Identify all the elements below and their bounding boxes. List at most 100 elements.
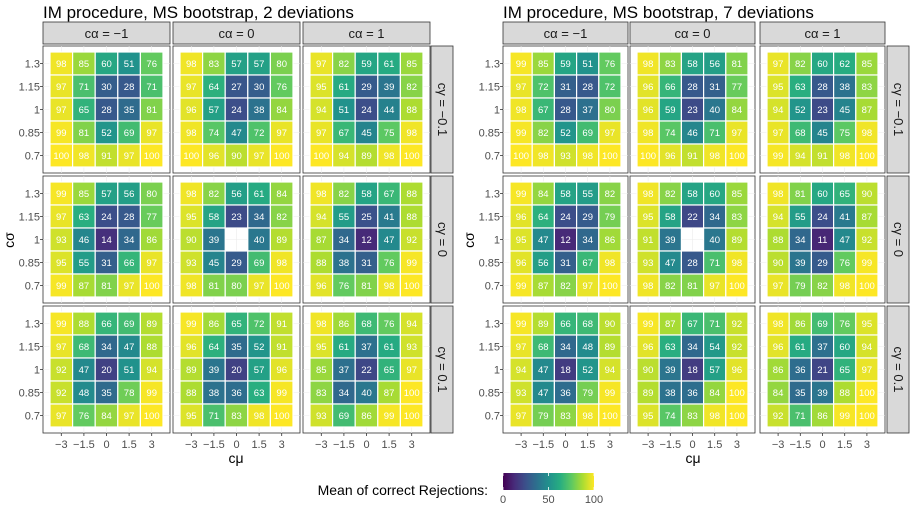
cell-value-label: 69 bbox=[817, 319, 828, 330]
x-tick-label: 1.5 bbox=[251, 439, 266, 451]
cell-value-label: 57 bbox=[254, 59, 265, 70]
cell-value-label: 63 bbox=[254, 388, 265, 399]
cell-value-label: 61 bbox=[795, 342, 806, 353]
cell-value-label: 100 bbox=[144, 151, 160, 162]
facet-strip-row bbox=[430, 45, 454, 174]
facet-strip-label: cα = 0 bbox=[218, 26, 254, 41]
cell-value-label: 28 bbox=[124, 82, 135, 93]
cell-value-label: 20 bbox=[231, 365, 242, 376]
cell-value-label: 91 bbox=[687, 151, 698, 162]
cell-value-label: 100 bbox=[859, 281, 875, 292]
cell-value-label: 68 bbox=[795, 128, 806, 139]
cell-value-label: 98 bbox=[276, 258, 287, 269]
cell-value-label: 98 bbox=[186, 59, 197, 70]
y-tick-label: 1.15 bbox=[479, 342, 500, 354]
cell-value-label: 88 bbox=[839, 388, 850, 399]
cell-value-label: 29 bbox=[231, 258, 242, 269]
cell-value-label: 71 bbox=[709, 258, 720, 269]
facet-strip-column bbox=[172, 21, 301, 45]
cell-value-label: 63 bbox=[79, 212, 90, 223]
cell-value-label: 100 bbox=[53, 151, 69, 162]
cell-value-label: 95 bbox=[643, 411, 654, 422]
cell-value-label: 80 bbox=[146, 189, 157, 200]
cell-value-label: 77 bbox=[146, 212, 157, 223]
cell-value-label: 44 bbox=[384, 105, 395, 116]
cell-value-label: 47 bbox=[538, 365, 549, 376]
cell-value-label: 98 bbox=[605, 258, 616, 269]
cell-value-label: 90 bbox=[605, 319, 616, 330]
cell-value-label: 97 bbox=[732, 128, 743, 139]
cell-value-label: 74 bbox=[665, 411, 676, 422]
cell-value-label: 81 bbox=[361, 281, 372, 292]
cell-value-label: 84 bbox=[276, 105, 287, 116]
cell-value-label: 56 bbox=[231, 189, 242, 200]
cell-value-label: 41 bbox=[839, 212, 850, 223]
cell-value-label: 84 bbox=[709, 388, 720, 399]
facet-strip-label: cγ = 0.1 bbox=[891, 347, 906, 393]
cell-value-label: 52 bbox=[795, 105, 806, 116]
cell-value-label: 52 bbox=[254, 342, 265, 353]
cell-value-label: 67 bbox=[339, 128, 350, 139]
x-tick-label: 3 bbox=[279, 439, 285, 451]
cell-value-label: 97 bbox=[56, 342, 67, 353]
cell-value-label: 97 bbox=[316, 59, 327, 70]
cell-value-label: 100 bbox=[274, 151, 290, 162]
y-tick-label: 0.85 bbox=[19, 388, 40, 400]
cell-value-label: 28 bbox=[817, 82, 828, 93]
y-tick-label: 1.3 bbox=[25, 59, 40, 71]
cell-value-label: 97 bbox=[773, 128, 784, 139]
cell-value-label: 39 bbox=[817, 388, 828, 399]
cell-value-label: 99 bbox=[146, 388, 157, 399]
cell-value-label: 40 bbox=[254, 235, 265, 246]
cell-value-label: 30 bbox=[254, 82, 265, 93]
cell-value-label: 40 bbox=[709, 105, 720, 116]
cell-value-label: 98 bbox=[709, 151, 720, 162]
cell-value-label: 66 bbox=[124, 258, 135, 269]
cell-value-label: 78 bbox=[124, 388, 135, 399]
cell-value-label: 27 bbox=[231, 82, 242, 93]
cell-value-label: 100 bbox=[859, 411, 875, 422]
cell-value-label: 39 bbox=[209, 235, 220, 246]
cell-value-label: 93 bbox=[186, 258, 197, 269]
cell-value-label: 98 bbox=[384, 151, 395, 162]
cell-value-label: 39 bbox=[795, 258, 806, 269]
cell-value-label: 96 bbox=[516, 258, 527, 269]
cell-value-label: 24 bbox=[231, 105, 242, 116]
cell-value-label: 92 bbox=[732, 342, 743, 353]
cell-value-label: 95 bbox=[516, 235, 527, 246]
heatmap-cell bbox=[269, 143, 294, 168]
cell-value-label: 87 bbox=[862, 212, 873, 223]
cell-value-label: 83 bbox=[665, 59, 676, 70]
cell-value-label: 28 bbox=[687, 82, 698, 93]
cell-value-label: 69 bbox=[254, 258, 265, 269]
cell-value-label: 96 bbox=[732, 365, 743, 376]
cell-value-label: 99 bbox=[516, 281, 527, 292]
facet-strip-label: cα = −1 bbox=[85, 26, 129, 41]
x-tick-label: 0 bbox=[103, 439, 109, 451]
cell-value-label: 88 bbox=[406, 189, 417, 200]
cell-value-label: 90 bbox=[186, 235, 197, 246]
cell-value-label: 35 bbox=[124, 105, 135, 116]
cell-value-label: 89 bbox=[276, 235, 287, 246]
cell-value-label: 51 bbox=[582, 59, 593, 70]
cell-value-label: 82 bbox=[339, 189, 350, 200]
cell-value-label: 86 bbox=[817, 411, 828, 422]
cell-value-label: 97 bbox=[516, 342, 527, 353]
cell-value-label: 38 bbox=[665, 388, 676, 399]
cell-value-label: 98 bbox=[643, 189, 654, 200]
y-tick-label: 0.7 bbox=[25, 281, 40, 293]
cell-value-label: 59 bbox=[560, 59, 571, 70]
cell-value-label: 69 bbox=[124, 128, 135, 139]
cell-value-label: 76 bbox=[605, 59, 616, 70]
cell-value-label: 28 bbox=[101, 105, 112, 116]
cell-value-label: 100 bbox=[513, 151, 529, 162]
cell-value-label: 87 bbox=[538, 281, 549, 292]
cell-value-label: 97 bbox=[146, 258, 157, 269]
cell-value-label: 93 bbox=[516, 388, 527, 399]
facet-strip-row bbox=[886, 305, 910, 434]
x-tick-label: 0 bbox=[689, 439, 695, 451]
cell-value-label: 36 bbox=[795, 365, 806, 376]
cell-value-label: 65 bbox=[839, 365, 850, 376]
